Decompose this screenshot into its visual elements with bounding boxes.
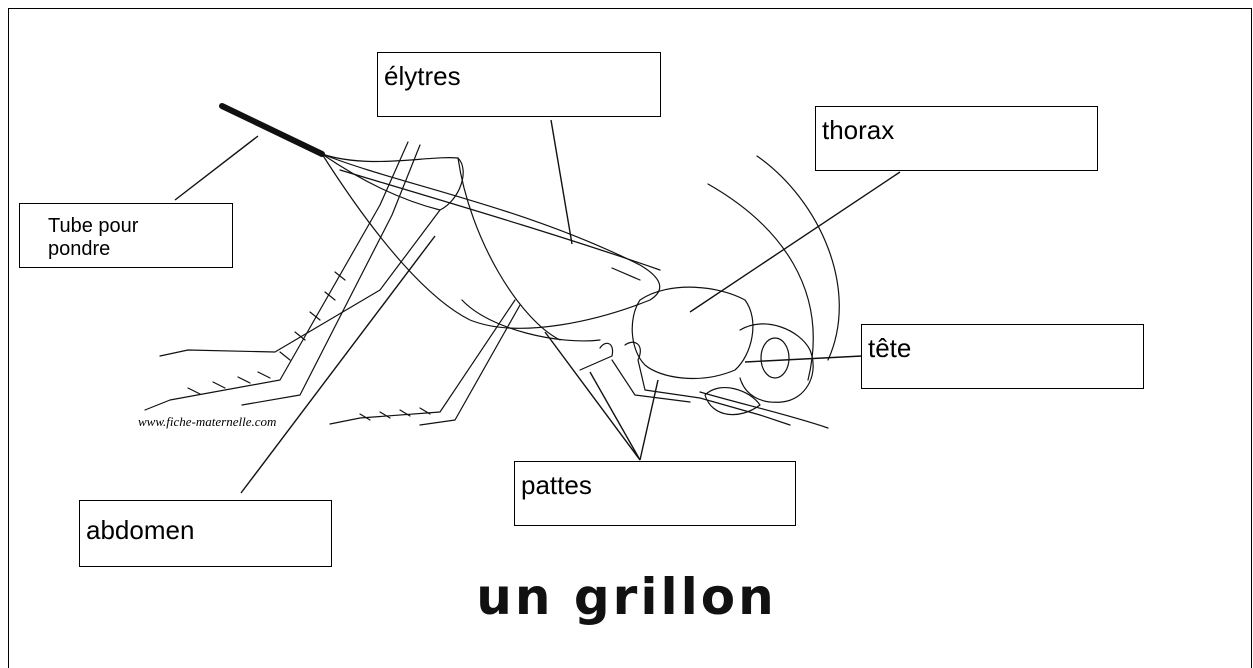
abdomen-belly xyxy=(462,300,600,341)
label-tube: Tube pour pondre xyxy=(19,203,233,268)
label-elytres: élytres xyxy=(377,52,661,117)
antenna-2 xyxy=(757,156,839,360)
elytra-line xyxy=(340,170,660,270)
label-elytres-text: élytres xyxy=(384,61,461,92)
eye xyxy=(761,338,789,378)
pointer-tete xyxy=(745,356,862,362)
pointer-pattes-3 xyxy=(640,380,658,460)
label-tete-text: tête xyxy=(868,333,911,364)
pointer-tube xyxy=(175,136,258,200)
head-outline xyxy=(740,324,813,402)
antenna-1 xyxy=(708,184,813,380)
thorax-outline xyxy=(632,287,753,378)
watermark: www.fiche-maternelle.com xyxy=(138,414,276,430)
hind-femur xyxy=(322,154,463,210)
hind-tibia-2 xyxy=(458,158,560,340)
label-abdomen: abdomen xyxy=(79,500,332,567)
front-leg-1 xyxy=(580,343,613,370)
pointer-pattes-2 xyxy=(590,372,640,460)
label-pattes-text: pattes xyxy=(521,470,592,501)
label-tube-text: Tube pour pondre xyxy=(48,215,198,261)
label-thorax-text: thorax xyxy=(822,115,894,146)
page-title: un grillon xyxy=(0,568,1253,626)
label-abdomen-text: abdomen xyxy=(86,515,194,546)
rear-leg-spikes xyxy=(188,272,345,394)
elytra-fold xyxy=(612,268,640,280)
label-tete: tête xyxy=(861,324,1144,389)
palp xyxy=(700,392,828,428)
label-pattes: pattes xyxy=(514,461,796,526)
pointer-elytres xyxy=(551,120,572,244)
rear-leg-2 xyxy=(242,145,420,405)
ovipositor xyxy=(222,106,322,154)
mid-leg-2 xyxy=(420,305,520,425)
front-leg-3 xyxy=(612,360,690,402)
pointer-pattes-1 xyxy=(545,332,640,460)
label-thorax: thorax xyxy=(815,106,1098,171)
front-leg-2 xyxy=(625,342,790,425)
pointer-thorax xyxy=(690,172,900,312)
